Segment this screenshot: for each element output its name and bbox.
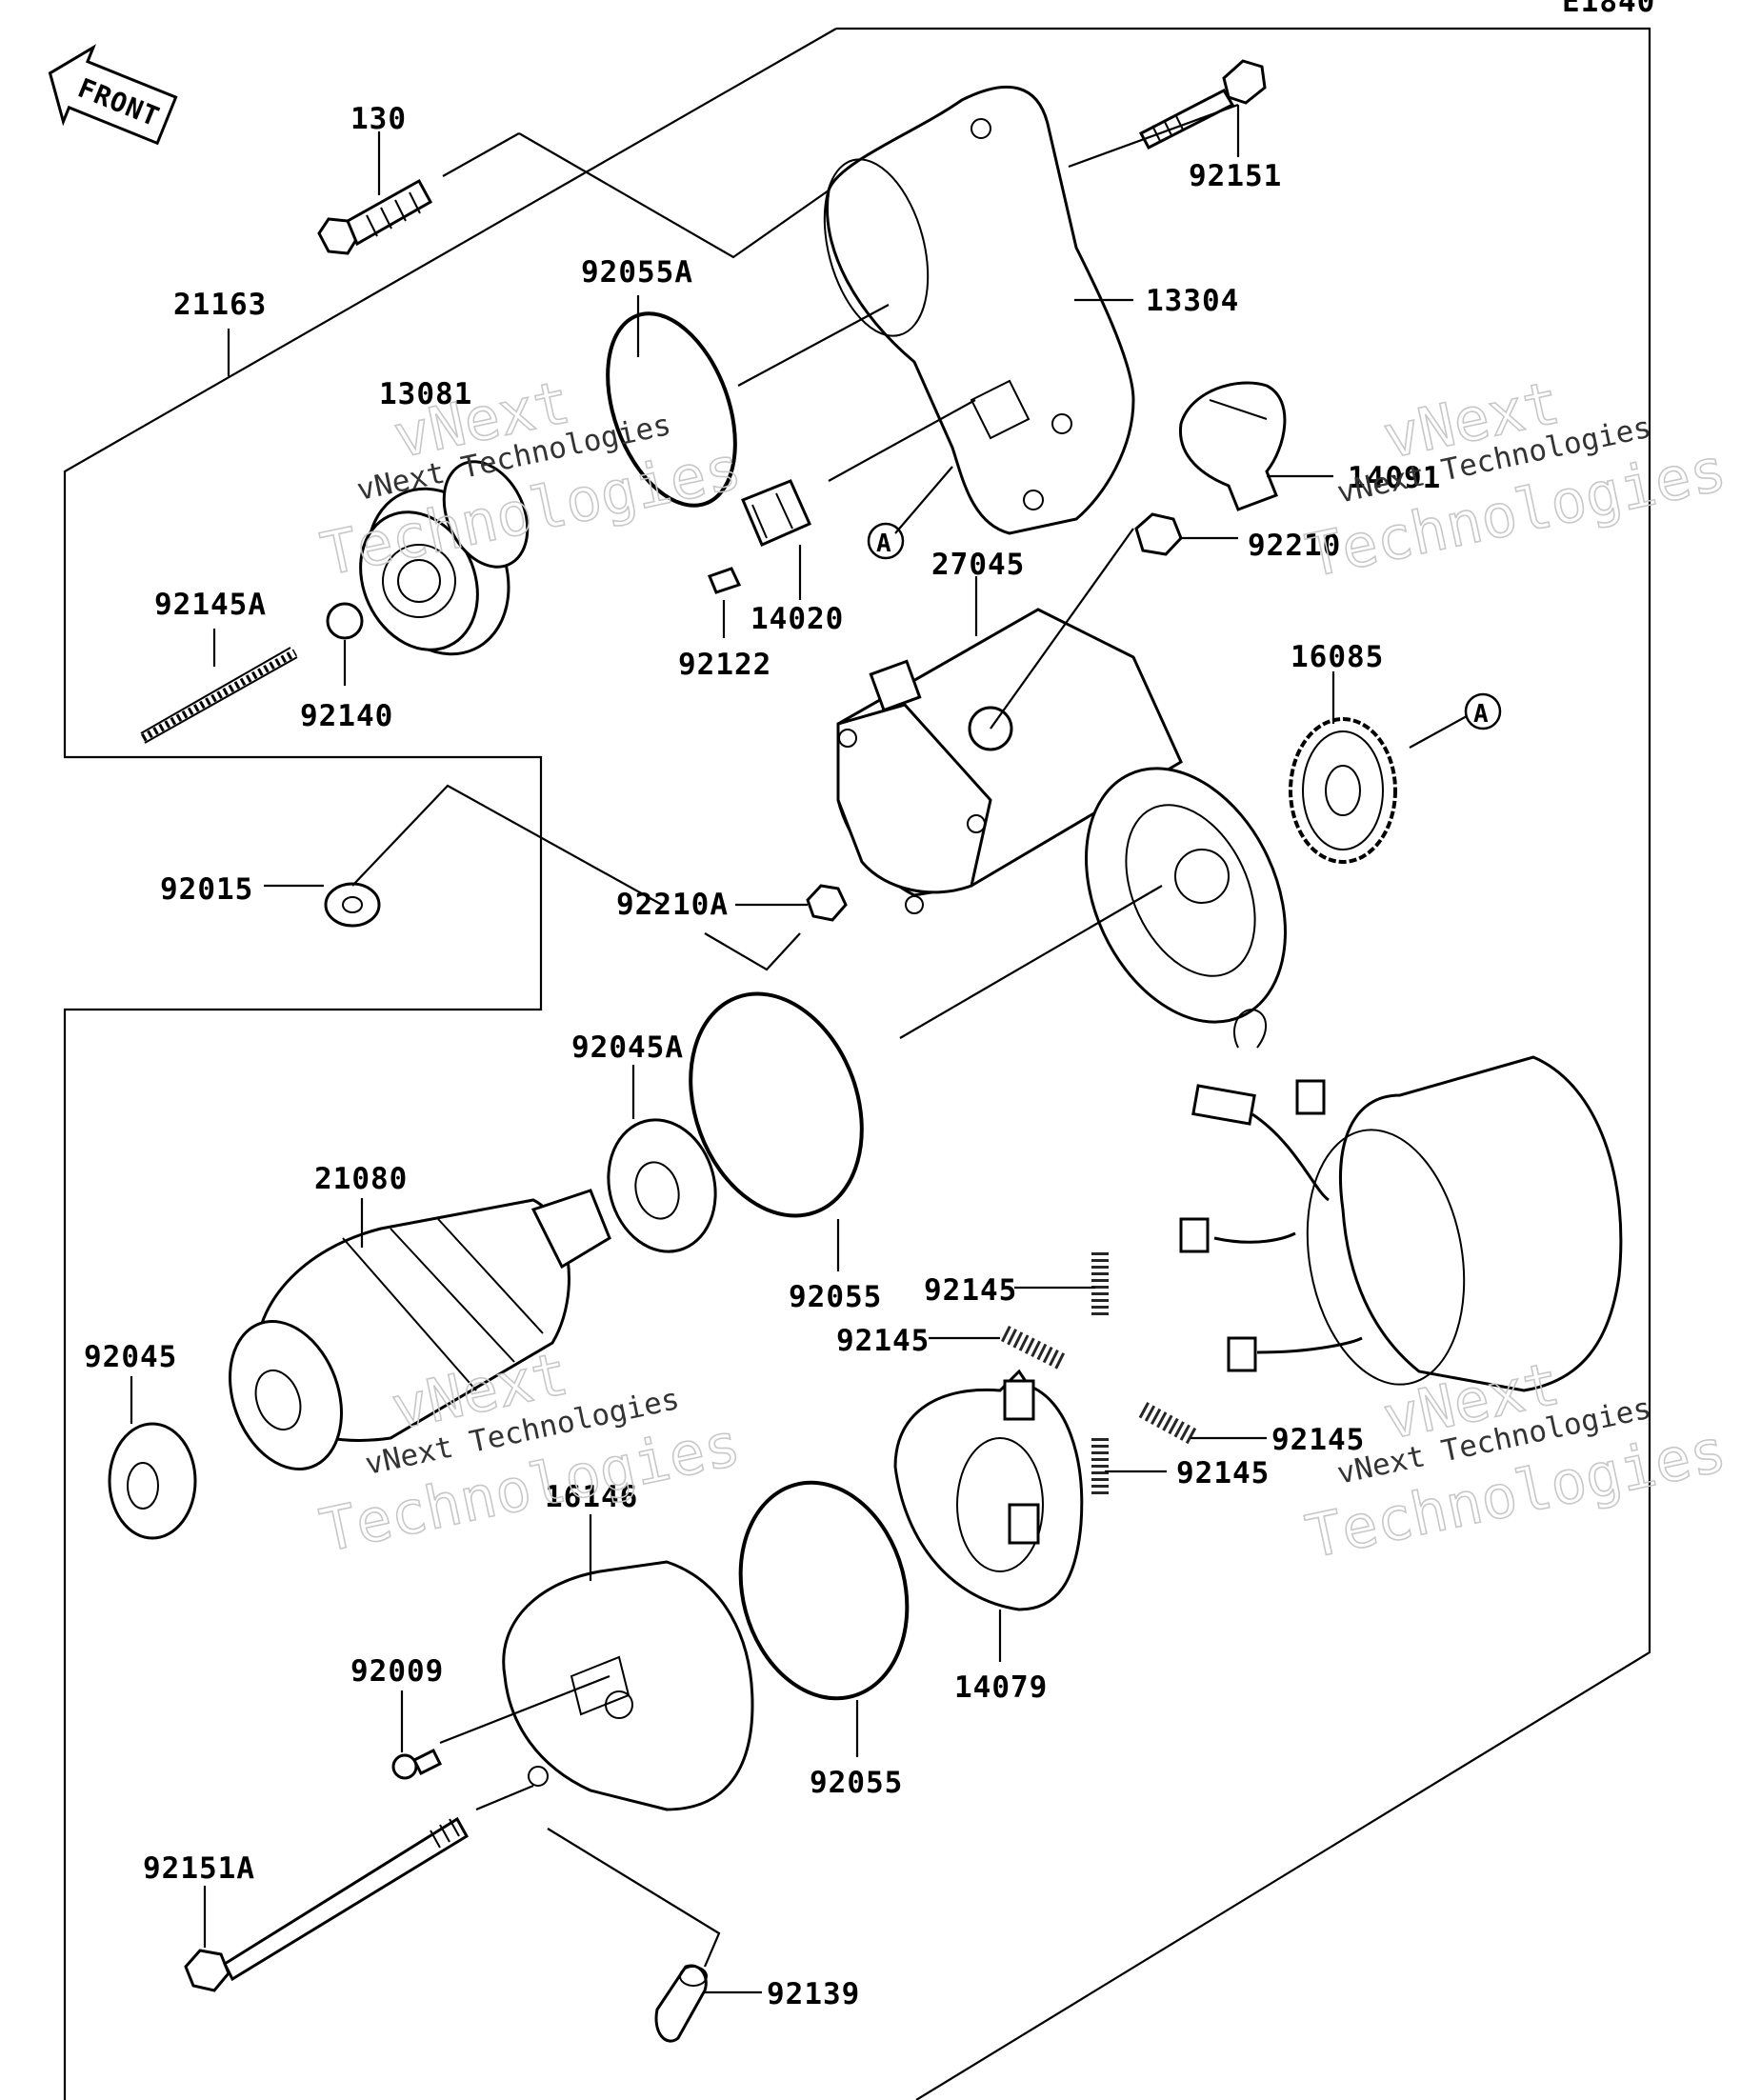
label-21080: 21080 [314, 1162, 408, 1196]
label-92145-2: 92145 [836, 1324, 930, 1358]
drive-housing [1085, 767, 1287, 1024]
label-92055-upper: 92055 [789, 1280, 882, 1314]
svg-text:A: A [1473, 700, 1490, 729]
ball-92140 [326, 602, 364, 640]
nut-92210A [806, 884, 848, 922]
spring-92145-2 [1000, 1325, 1067, 1370]
svg-text:A: A [876, 530, 892, 558]
spacer-14020 [741, 479, 811, 547]
label-16146: 16146 [545, 1480, 638, 1514]
pin-92122 [708, 567, 742, 594]
label-92145A: 92145A [154, 588, 267, 622]
label-92210: 92210 [1248, 529, 1341, 563]
label-92055-lower: 92055 [810, 1766, 903, 1800]
o-ring-92055-lower [738, 1480, 910, 1701]
armature-21080 [229, 1189, 611, 1470]
kit-boundary [836, 27, 1651, 2100]
nut-92210 [1134, 512, 1183, 556]
label-14020: 14020 [750, 602, 844, 636]
label-92145-3: 92145 [1271, 1423, 1365, 1457]
label-92009: 92009 [350, 1654, 444, 1689]
label-92210A: 92210A [616, 888, 729, 922]
spring-92145-3 [1138, 1402, 1200, 1446]
leader-lines [130, 103, 1468, 1994]
label-16085: 16085 [1291, 640, 1384, 674]
solenoid-27045 [836, 608, 1183, 914]
label-92151: 92151 [1189, 159, 1282, 193]
diagram-code: E1840 [1562, 0, 1655, 19]
bearing-92045A [607, 1118, 717, 1253]
kit-boundary-left [63, 28, 837, 2100]
gear-16085 [1289, 717, 1397, 864]
end-cover-16146 [502, 1560, 754, 1811]
label-92045: 92045 [84, 1340, 177, 1374]
front-arrow-icon: FRONT [48, 44, 178, 146]
spring-92145A [140, 647, 298, 744]
label-92145-1: 92145 [924, 1273, 1017, 1308]
label-92151A: 92151A [143, 1851, 255, 1886]
housing-13304 [823, 85, 1135, 535]
yoke-assembly [1179, 1008, 1623, 1392]
label-92145-4: 92145 [1176, 1456, 1270, 1490]
label-92055A: 92055A [581, 255, 693, 290]
terminal-92139 [654, 1964, 708, 2043]
bolt-130 [317, 178, 433, 255]
bolt-92151 [1138, 59, 1267, 150]
label-13081: 13081 [379, 377, 472, 411]
label-13304: 13304 [1146, 284, 1239, 318]
label-130: 130 [350, 102, 407, 136]
label-92139: 92139 [767, 1977, 860, 2011]
label-92045A: 92045A [571, 1030, 684, 1065]
washer-92015 [324, 882, 381, 928]
label-92015: 92015 [160, 872, 253, 907]
label-92122: 92122 [678, 648, 771, 682]
label-92140: 92140 [300, 699, 393, 733]
label-21163: 21163 [173, 288, 267, 322]
part-labels: 130 92151 21163 92055A 13304 13081 14091… [84, 102, 1441, 2011]
reference-marker-a-1: A [867, 522, 905, 560]
terminal-cover-14091 [1179, 381, 1287, 511]
label-14079: 14079 [954, 1670, 1048, 1705]
label-27045: 27045 [931, 548, 1025, 582]
screw-92009 [391, 1748, 443, 1780]
bolt-92151A [184, 1816, 470, 1992]
o-ring-92055-upper [689, 991, 864, 1218]
label-14091: 14091 [1348, 461, 1441, 495]
brush-holder-14079 [893, 1369, 1084, 1611]
bearing-92045 [108, 1422, 197, 1540]
pinion-clutch-13081 [359, 460, 530, 656]
reference-marker-a-2: A [1464, 692, 1502, 730]
